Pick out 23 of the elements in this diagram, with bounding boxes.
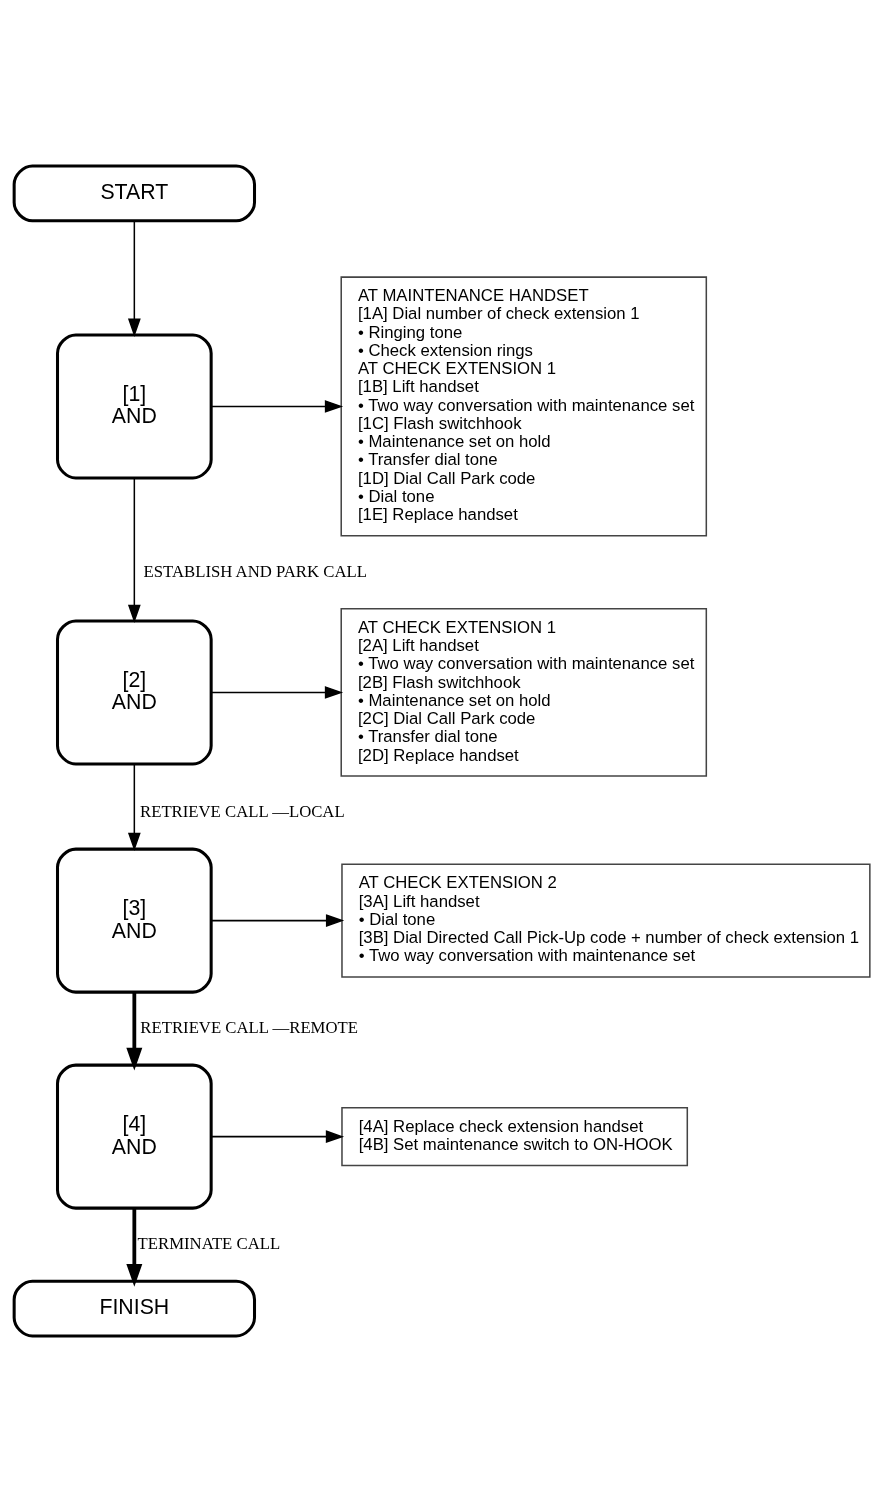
arrow: [127, 220, 141, 337]
edge-label: RETRIEVE CALL —LOCAL: [140, 801, 345, 821]
edge-label: ESTABLISH AND PARK CALL: [143, 561, 367, 581]
arrow: [210, 1130, 345, 1144]
arrow: [127, 477, 141, 623]
arrow: [127, 763, 141, 852]
arrow: [210, 686, 344, 699]
arrow: [210, 914, 345, 927]
node-box: [4] AND: [56, 1063, 213, 1210]
node-box: START: [12, 164, 257, 223]
arrow: [126, 992, 143, 1071]
node-box: AT CHECK EXTENSION 1 [2A] Lift handset • Two way conversation with maintenance set [2B] Flash switchhook • Maintenance set on hold [2C] Dial Call Park code • Transfer dial tone [2D] Replace handset: [340, 608, 708, 777]
node-box: [4A] Replace check extension handset [4B] Set maintenance switch to ON-HOOK: [341, 1106, 689, 1167]
node-box: AT CHECK EXTENSION 2 [3A] Lift handset • Dial tone [3B] Dial Directed Call Pick-Up code + number of check extension 1 • Two way conversation with maintenance set: [341, 863, 871, 978]
node-box: AT MAINTENANCE HANDSET [1A] Dial number of check extension 1 • Ringing tone • Check extension rings AT CHECK EXTENSION 1 [1B] Lift handset • Two way conversation with maintenance set [1C] Flash switchhook • Maintenance set on hold • Transfer dial tone [1D] Dial Call Park code • Dial tone [1E] Replace handset: [340, 276, 708, 537]
node-box: [2] AND: [56, 619, 213, 766]
edge-label: RETRIEVE CALL —REMOTE: [140, 1017, 358, 1037]
node-box: [3] AND: [56, 847, 213, 994]
node-box: [1] AND: [56, 333, 213, 480]
node-box: FINISH: [12, 1279, 257, 1338]
edge-label: TERMINATE CALL: [137, 1233, 281, 1253]
arrow: [210, 400, 344, 413]
arrow: [126, 1208, 143, 1287]
